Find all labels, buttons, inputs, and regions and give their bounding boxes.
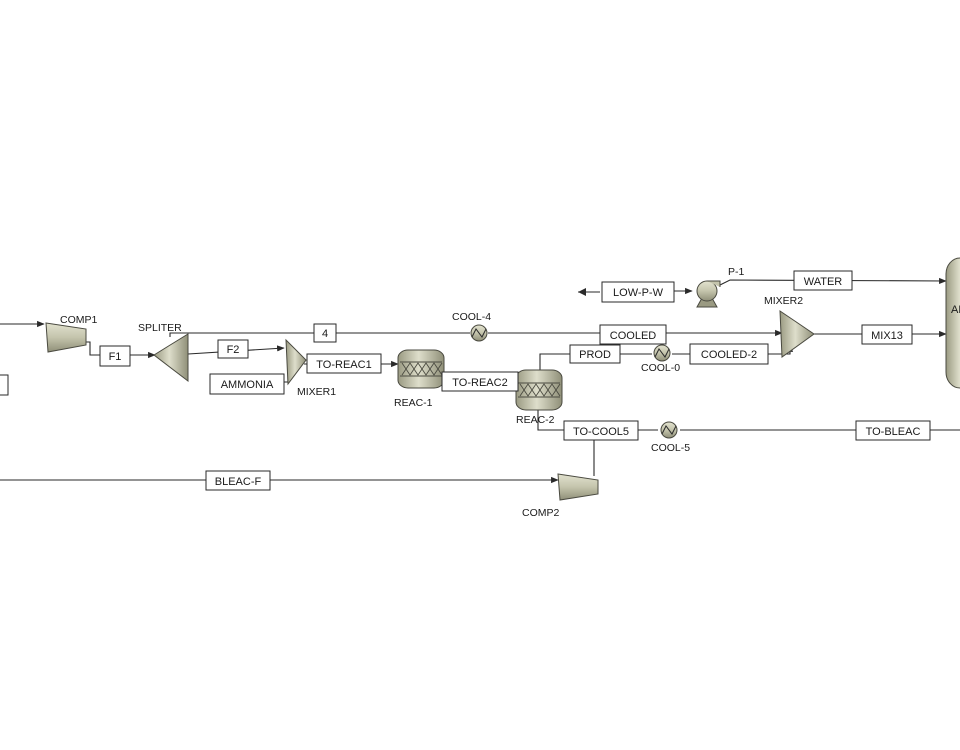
cool0-label: COOL-0 <box>641 362 680 374</box>
mixer1-label: MIXER1 <box>297 386 336 398</box>
stream-4-label: 4 <box>322 328 328 340</box>
stream-to-reac1-label: TO-REAC1 <box>316 359 371 371</box>
stream-bleac-f[interactable]: BLEAC-F <box>205 470 271 491</box>
stream-low-p-w[interactable]: LOW-P-W <box>578 281 675 303</box>
stream-cooled2[interactable]: COOLED-2 <box>689 343 769 365</box>
stream-cooled-label: COOLED <box>610 330 657 342</box>
stream-to-cool5[interactable]: TO-COOL5 <box>563 420 639 441</box>
stream-f1[interactable]: F1 <box>99 345 131 367</box>
stream-f2-label: F2 <box>227 344 240 356</box>
comp2-compressor[interactable]: COMP2 <box>522 473 599 519</box>
reac2-label: REAC-2 <box>516 414 555 426</box>
stream-f1-label: F1 <box>109 351 122 363</box>
mixer1-mixer[interactable]: MIXER1 <box>285 338 336 398</box>
stream-bleac-f-label: BLEAC-F <box>215 476 262 488</box>
stream-4[interactable]: 4 <box>313 323 337 343</box>
stream-prod-label: PROD <box>579 349 611 361</box>
stream-low-p-w-label: LOW-P-W <box>613 287 664 299</box>
comp2-label: COMP2 <box>522 507 560 519</box>
stream-to-reac2[interactable]: TO-REAC2 <box>441 371 519 392</box>
stream-cooled[interactable]: COOLED <box>599 324 667 345</box>
stream-prod[interactable]: PROD <box>569 344 621 364</box>
stream-to-reac2-label: TO-REAC2 <box>452 377 507 389</box>
absorber-label: AB <box>951 304 960 316</box>
stream-to-bleac-label: TO-BLEAC <box>866 426 921 438</box>
stream-f2[interactable]: F2 <box>217 339 249 359</box>
stream-mix13[interactable]: MIX13 <box>861 324 913 345</box>
cool0-heater[interactable]: COOL-0 <box>641 344 680 374</box>
stream-water[interactable]: WATER <box>793 270 853 291</box>
cool5-label: COOL-5 <box>651 442 690 454</box>
mixer2-label: MIXER2 <box>764 295 803 307</box>
offscreen-stream-box[interactable] <box>0 374 9 396</box>
comp1-compressor[interactable]: COMP1 <box>45 314 98 353</box>
stream-to-bleac[interactable]: TO-BLEAC <box>855 420 931 441</box>
cool5-heater[interactable]: COOL-5 <box>651 421 690 454</box>
stream-4-line[interactable] <box>169 332 470 337</box>
mixer2-mixer[interactable]: MIXER2 <box>764 295 815 358</box>
reac1-reactor[interactable]: REAC-1 <box>394 349 445 409</box>
stream-water-line[interactable] <box>719 277 947 286</box>
absorber-column[interactable]: AB <box>945 257 960 389</box>
reac2-reactor[interactable]: REAC-2 <box>515 369 563 426</box>
cool4-label: COOL-4 <box>452 311 491 323</box>
feed-arrow-icon <box>578 288 586 296</box>
spliter-label: SPLITER <box>138 322 182 334</box>
spliter-splitter[interactable]: SPLITER <box>138 322 189 383</box>
stream-ammonia-label: AMMONIA <box>221 379 274 391</box>
cool4-heater[interactable]: COOL-4 <box>452 311 491 342</box>
p1-label: P-1 <box>728 266 745 278</box>
stream-to-reac1[interactable]: TO-REAC1 <box>306 353 382 374</box>
comp1-label: COMP1 <box>60 314 98 326</box>
stream-mix13-label: MIX13 <box>871 330 903 342</box>
p1-pump[interactable]: P-1 <box>696 266 745 308</box>
reac1-label: REAC-1 <box>394 397 433 409</box>
stream-water-label: WATER <box>804 276 843 288</box>
stream-to-cool5-label: TO-COOL5 <box>573 426 629 438</box>
stream-ammonia[interactable]: AMMONIA <box>209 373 285 395</box>
stream-cooled2-label: COOLED-2 <box>701 349 757 361</box>
